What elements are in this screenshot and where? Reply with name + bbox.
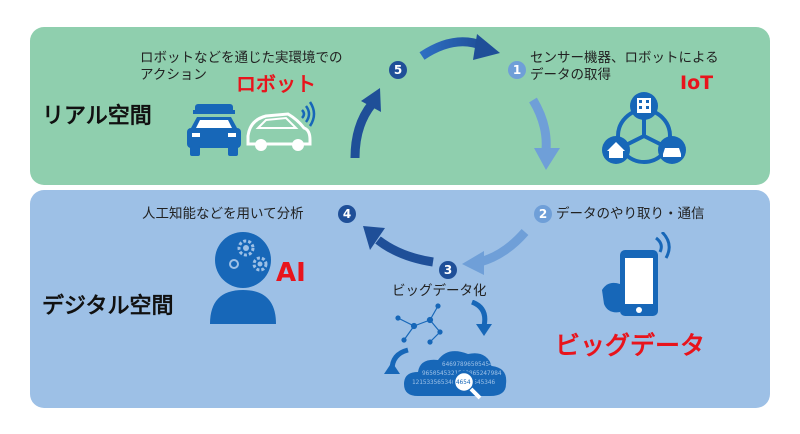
ai-brand-label: AI: [276, 258, 306, 288]
smartphone-icon: [602, 232, 671, 316]
robot-brand-label: ロボット: [236, 72, 316, 96]
arrow-4-to-5: [350, 101, 376, 159]
step2-caption: データのやり取り・通信: [556, 206, 705, 222]
arrow-3-to-4: [375, 236, 434, 267]
step5-number: 5: [389, 61, 407, 79]
step3-caption: ビッグデータ化: [392, 283, 487, 299]
arrow-2-to-3-head: [462, 251, 484, 275]
ai-head-icon: [210, 232, 276, 324]
car-icon: [187, 104, 241, 156]
step1-line2: データの取得: [530, 67, 611, 83]
robot-car-icon: [246, 101, 316, 151]
magnifier-digits: 4654: [456, 379, 471, 386]
arrow-4-to-5-head: [361, 88, 381, 112]
iot-network-icon: [602, 92, 686, 164]
step5-caption: ロボットなどを通じた実環境での アクション: [140, 50, 343, 84]
data-digits-row: 646978965054546978: [442, 361, 507, 368]
digital-space-label: デジタル空間: [42, 294, 174, 319]
bigdata-brand-label: ビッグデータ: [555, 331, 706, 360]
magnifier-icon: [452, 370, 476, 394]
step2-number: 2: [534, 205, 552, 223]
step4-caption: 人工知能などを用いて分析: [142, 206, 304, 222]
arrow-3-to-4-head: [363, 226, 385, 250]
step5-line2: アクション: [140, 67, 207, 83]
iot-brand-label: IoT: [680, 72, 714, 94]
arrow-2-to-3: [478, 228, 529, 267]
arrow-5-to-1-head: [473, 34, 500, 60]
arrow-5-to-1: [419, 37, 485, 60]
step3-number: 3: [439, 261, 457, 279]
step1-number: 1: [508, 61, 526, 79]
real-space-label: リアル空間: [42, 104, 152, 129]
step1-caption: センサー機器、ロボットによる データの取得: [530, 50, 719, 84]
arrow-1-to-2: [529, 97, 551, 151]
step1-line1: センサー機器、ロボットによる: [530, 50, 719, 66]
big-data-cloud-icon: 6469789650545469789650545321569865247984…: [384, 300, 507, 400]
step5-line1: ロボットなどを通じた実環境での: [140, 50, 343, 66]
step4-number: 4: [338, 205, 356, 223]
arrow-1-to-2-head: [534, 148, 560, 170]
